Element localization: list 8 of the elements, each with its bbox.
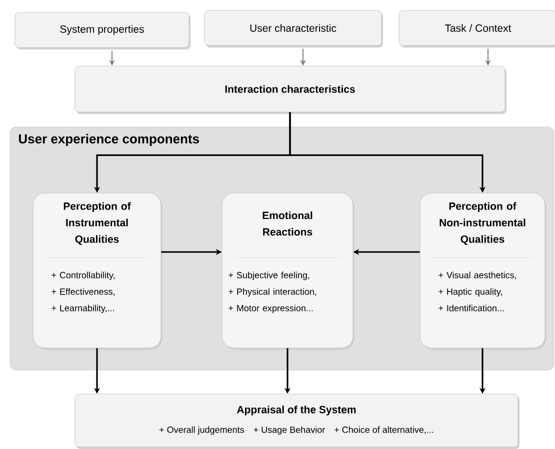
input-box: Task / Context [398,10,555,48]
input-box: User characteristic [204,10,383,48]
input-box: System properties [14,12,190,50]
result-box: Appraisal of the System + Overall judgements + Usage Behavior + Choice of alternative,... [74,394,520,449]
component-box: Perception of Instrumental Qualities + Controllability, + Effectiveness, + Learnability,... [32,192,162,350]
process-box: Interaction characteristics [74,66,506,114]
component-box: Emotional Reactions + Subjective feeling, + Physical interaction, + Motor expression... [222,192,354,350]
component-box: Perception of Non-instrumental Qualities + Visual aesthetics, + Haptic quality, + Identification... [420,192,546,350]
